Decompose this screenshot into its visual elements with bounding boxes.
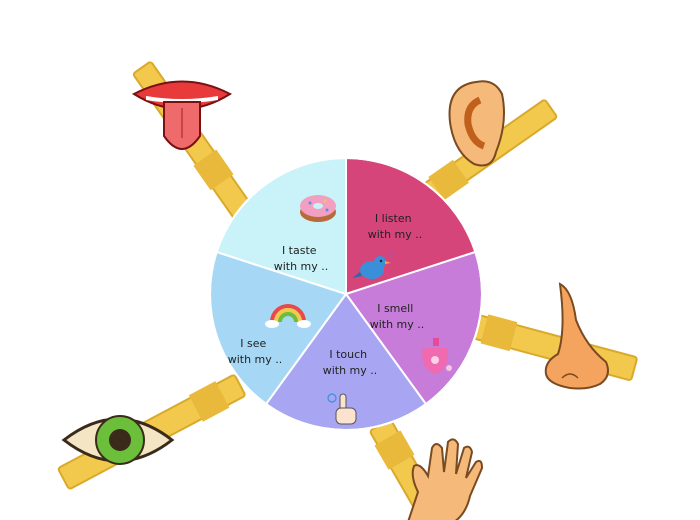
ear-icon[interactable] [448,80,505,167]
segment-listen-label: I listen with my .. [368,212,423,241]
svg-text:♪: ♪ [388,251,393,260]
segment-taste-label: I taste with my .. [274,244,329,273]
hand-icon[interactable] [407,438,484,520]
segment-smell-label: I smell with my .. [370,302,425,331]
eye-icon[interactable] [61,415,175,465]
perfume-bottle-icon [422,338,452,374]
mouth-icon[interactable] [131,80,233,150]
donut-icon [300,195,336,222]
senses-wheel[interactable] [209,156,483,431]
segment-touch-label: I touch with my .. [323,348,378,377]
pointing-hand-icon [327,393,357,425]
rainbow-icon [265,304,311,328]
nose-icon[interactable] [544,282,609,390]
bird-icon: ♪ [352,251,393,279]
segment-see-label: I see with my .. [228,337,283,366]
